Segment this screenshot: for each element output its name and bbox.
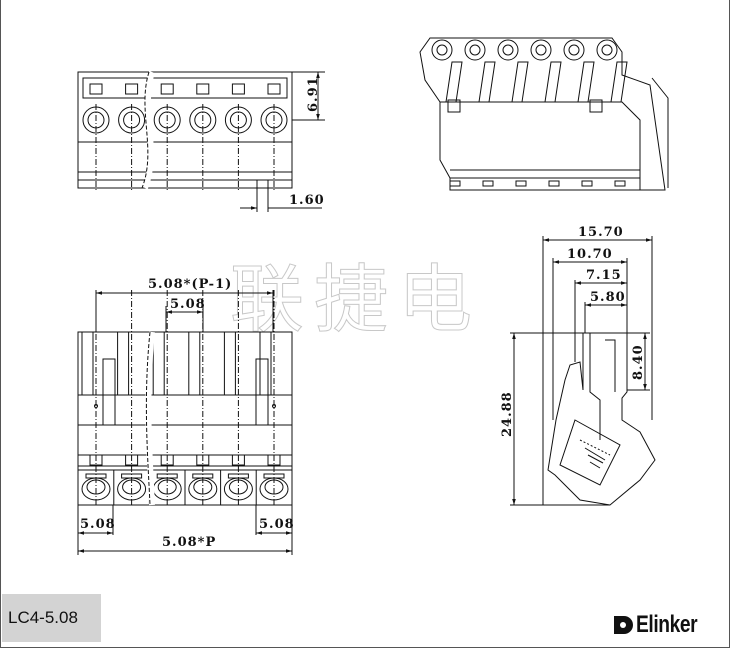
slot (223, 331, 236, 396)
iso-wire-entry (497, 39, 519, 61)
front-view: 5.08*(P-1) 5.08 5.08 5.08 5.08*P (77, 277, 295, 555)
iso-latch (548, 180, 560, 187)
dim-d4-label: 5.80 (590, 290, 626, 305)
top-latch (231, 83, 245, 95)
iso-latch (581, 180, 593, 187)
iso-slot (610, 61, 628, 103)
dim-span-label: 5.08*(P-1) (148, 277, 232, 292)
dim-height-label: 6.91 (306, 76, 321, 112)
top-view: 6.91 1.60 (77, 71, 325, 212)
dim-height-label-side: 24.88 (500, 391, 515, 437)
iso-wire-entry (464, 39, 486, 61)
slot (188, 331, 201, 396)
iso-wire-entry-inner (436, 44, 448, 56)
iso-wire-entry-inner (535, 44, 547, 56)
slot (117, 331, 130, 396)
slot (152, 331, 165, 396)
brand-name: Elinker (636, 611, 698, 638)
iso-wire-entry-inner (469, 44, 481, 56)
slot (259, 331, 272, 396)
iso-slot (511, 61, 529, 103)
iso-wire-entry-inner (601, 44, 613, 56)
dim-d3-label: 7.15 (586, 268, 622, 283)
iso-wire-entry-inner (502, 44, 514, 56)
iso-wire-entry (431, 39, 453, 61)
dim-d2-label: 10.70 (567, 247, 613, 262)
iso-latch (515, 180, 527, 187)
dim-left-edge-label: 5.08 (80, 517, 116, 532)
dim-total-label: 5.08*P (162, 535, 216, 550)
top-latch (89, 83, 103, 95)
dim-pitch-label: 5.08 (170, 297, 206, 312)
iso-wire-entry (596, 39, 618, 61)
iso-slot (544, 61, 562, 103)
iso-slot (577, 61, 595, 103)
iso-wire-entry-inner (568, 44, 580, 56)
iso-slot (478, 61, 496, 103)
watermark: 联捷电 (230, 257, 482, 344)
top-latch (267, 83, 281, 95)
isometric-view (419, 37, 669, 191)
iso-latch (449, 180, 461, 187)
logo-icon (614, 616, 633, 634)
iso-latch (614, 180, 626, 187)
dim-d5-label: 8.40 (631, 344, 646, 380)
dim-right-edge-label: 5.08 (259, 517, 295, 532)
top-latch (196, 83, 210, 95)
side-view: 15.70 10.70 7.15 5.80 8.40 24.88 (500, 225, 656, 506)
iso-wire-entry (530, 39, 552, 61)
iso-latch (482, 180, 494, 187)
iso-wire-entry (563, 39, 585, 61)
top-latch (125, 83, 139, 95)
iso-slot (445, 61, 463, 103)
slot (81, 331, 94, 396)
dim-offset-label: 1.60 (289, 193, 325, 208)
top-latch (160, 83, 174, 95)
model-label: LC4-5.08 (2, 594, 101, 642)
dim-d1-label: 15.70 (578, 225, 624, 240)
brand-logo: Elinker (612, 610, 713, 640)
